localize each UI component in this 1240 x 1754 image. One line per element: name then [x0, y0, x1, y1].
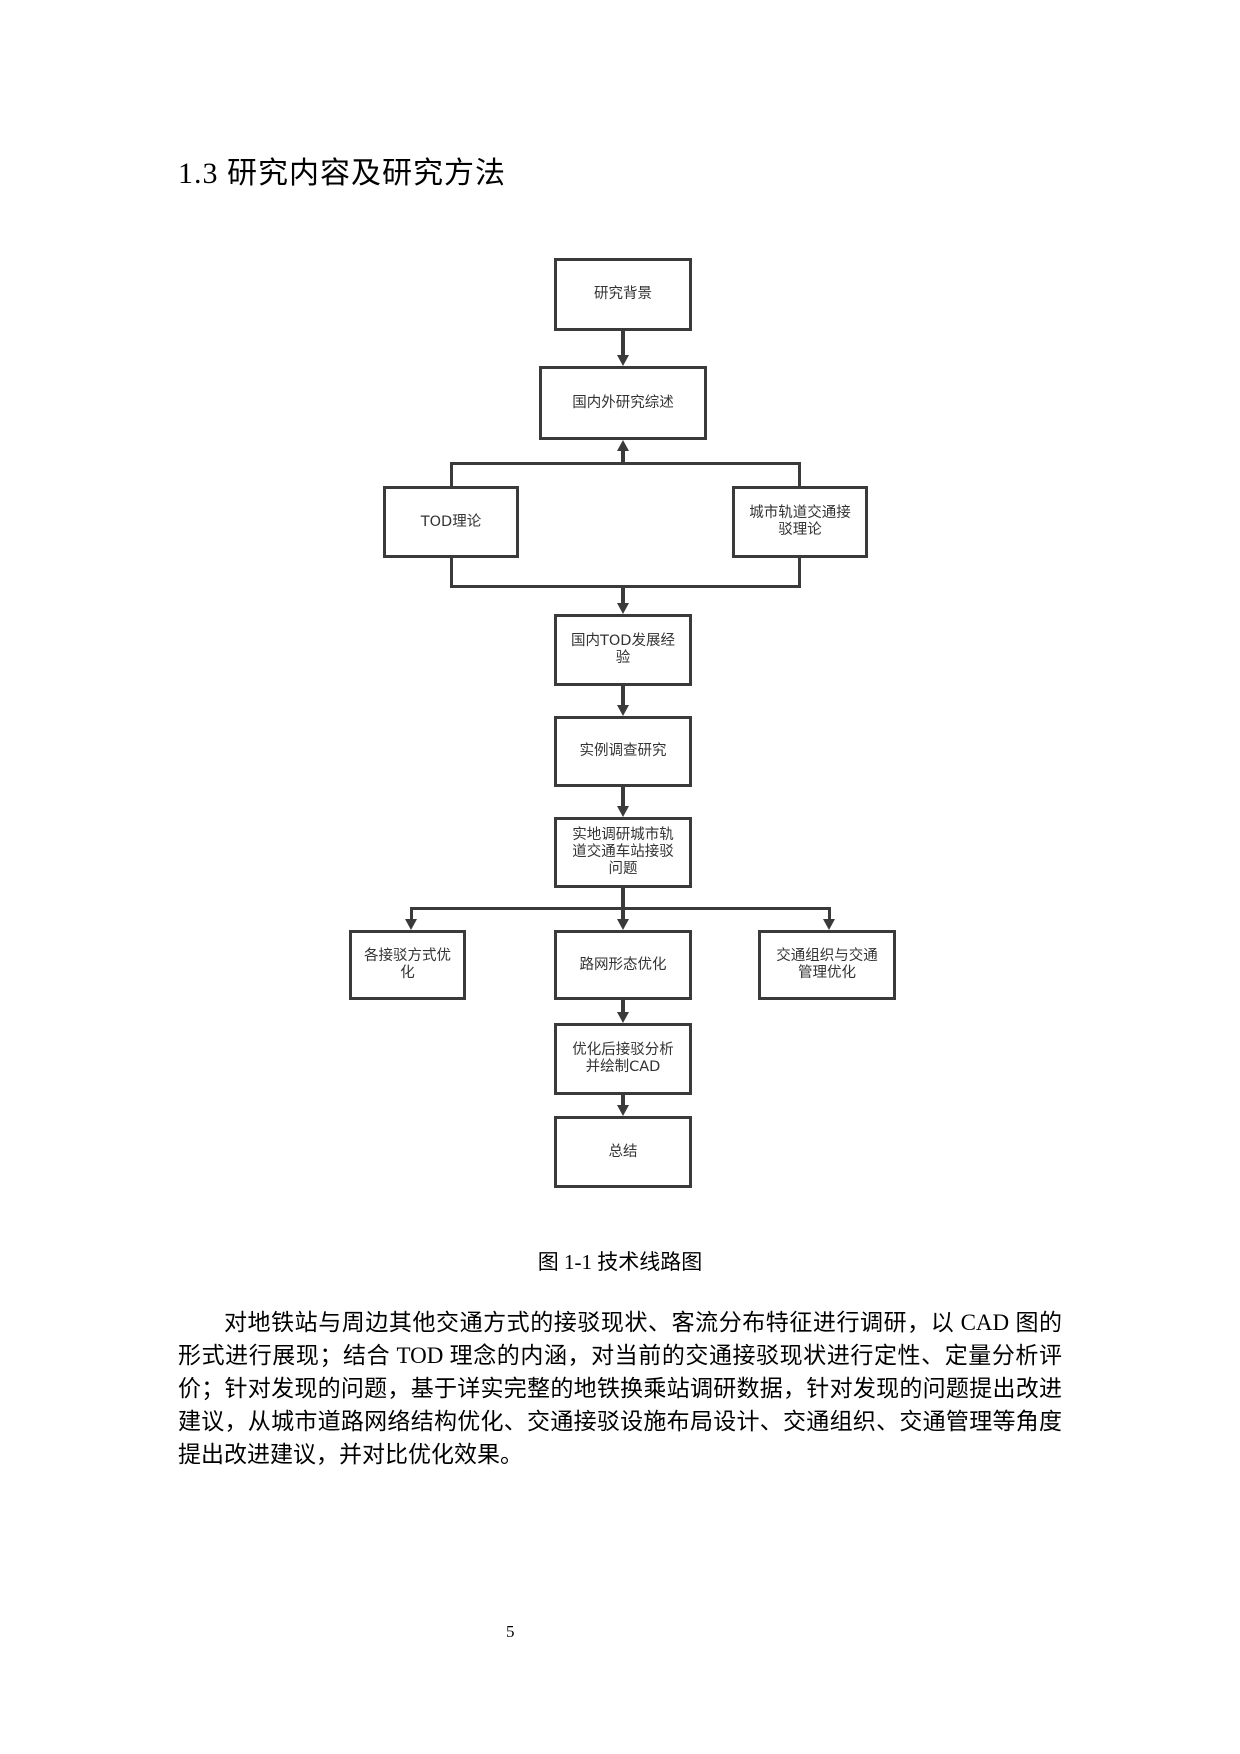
connector: [621, 907, 625, 919]
arrow-down-icon: [617, 1105, 629, 1116]
node-rail-transfer-theory: 城市轨道交通接驳理论: [732, 486, 868, 558]
node-field-survey: 实地调研城市轨道交通车站接驳问题: [554, 817, 692, 888]
connector: [450, 462, 801, 465]
connector: [450, 462, 453, 486]
node-post-optimization-analysis: 优化后接驳分析并绘制CAD: [554, 1023, 692, 1095]
connector: [621, 450, 625, 464]
arrow-up-icon: [617, 440, 629, 451]
arrow-down-icon: [617, 1012, 629, 1023]
node-traffic-management-optimization: 交通组织与交通管理优化: [758, 930, 896, 1000]
connector: [621, 686, 625, 705]
connector: [450, 585, 801, 588]
arrow-down-icon: [823, 919, 835, 930]
node-road-network-optimization: 路网形态优化: [554, 930, 692, 1000]
connector: [621, 585, 625, 603]
arrow-down-icon: [617, 806, 629, 817]
figure-caption: 图 1-1 技术线路图: [537, 1250, 703, 1274]
connector: [828, 907, 831, 919]
node-transfer-mode-optimization: 各接驳方式优化: [349, 930, 466, 1000]
node-domestic-tod-experience: 国内TOD发展经验: [554, 614, 692, 686]
section-heading: 1.3 研究内容及研究方法: [178, 157, 506, 190]
connector: [621, 331, 625, 356]
node-tod-theory: TOD理论: [383, 486, 519, 558]
connector: [621, 888, 625, 909]
technical-route-flowchart: 研究背景 国内外研究综述 TOD理论 城市轨道交通接驳理论 国内TOD发展经验 …: [349, 258, 896, 1188]
arrow-down-icon: [617, 705, 629, 716]
arrow-down-icon: [617, 919, 629, 930]
node-case-study: 实例调查研究: [554, 716, 692, 787]
connector: [450, 558, 453, 588]
connector: [798, 462, 801, 486]
node-summary: 总结: [554, 1116, 692, 1188]
connector: [410, 907, 413, 919]
node-research-background: 研究背景: [554, 258, 692, 331]
connector: [410, 907, 831, 910]
connector: [621, 1000, 625, 1012]
arrow-down-icon: [405, 919, 417, 930]
arrow-down-icon: [617, 355, 629, 366]
connector: [621, 787, 625, 806]
body-paragraph: 对地铁站与周边其他交通方式的接驳现状、客流分布特征进行调研，以 CAD 图的形式…: [178, 1310, 1062, 1467]
connector: [798, 558, 801, 588]
arrow-down-icon: [617, 603, 629, 614]
connector: [621, 1095, 625, 1105]
node-literature-review: 国内外研究综述: [539, 366, 707, 440]
page-number: 5: [506, 1622, 515, 1641]
